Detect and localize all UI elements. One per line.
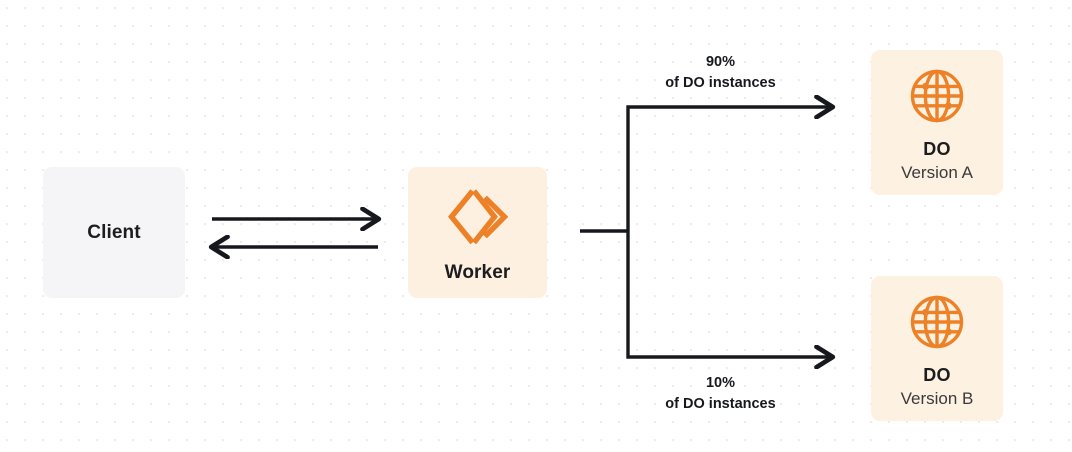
node-do-version-a[interactable]: DO Version A [871, 50, 1003, 195]
edge-worker-to-do-b [626, 231, 832, 357]
edge-label-do-a: 90% of DO instances [613, 52, 828, 94]
globe-icon [908, 67, 966, 125]
edge-label-do-a-percent: 90% [705, 54, 736, 70]
edge-label-do-a-description: of DO instances [665, 75, 776, 91]
node-worker[interactable]: Worker [408, 167, 547, 298]
globe-icon [908, 293, 966, 351]
node-do-version-a-subtitle: Version A [901, 162, 973, 182]
edge-label-do-b-description: of DO instances [665, 396, 776, 412]
node-do-version-b-subtitle: Version B [900, 388, 974, 408]
node-do-version-b-title: DO [923, 364, 951, 385]
edge-worker-to-do-a [626, 107, 832, 231]
cloudflare-workers-icon [447, 188, 508, 246]
edge-label-do-b: 10% of DO instances [613, 373, 828, 415]
node-client[interactable]: Client [43, 167, 185, 298]
node-do-version-a-title: DO [923, 138, 951, 159]
node-client-label: Client [87, 221, 141, 243]
node-worker-label: Worker [444, 261, 511, 283]
edge-label-do-b-percent: 10% [705, 375, 736, 391]
node-do-version-b[interactable]: DO Version B [871, 276, 1003, 421]
